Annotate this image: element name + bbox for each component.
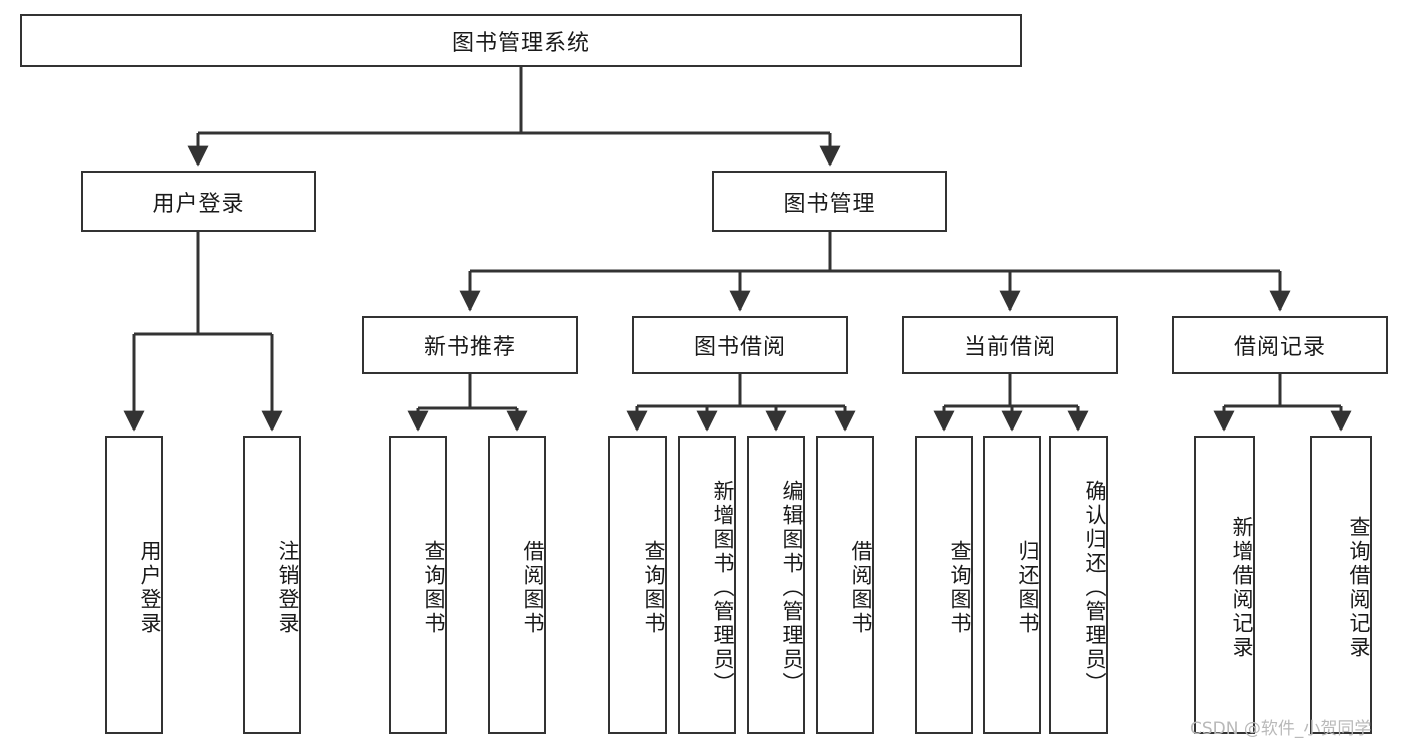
node-new-book-recommend[interactable]: 新书推荐 [362, 316, 578, 374]
watermark-text: CSDN @软件_小贺同学 [1190, 719, 1372, 739]
node-leaf-edit-book-admin[interactable]: 编辑图书（管理员） [747, 436, 805, 734]
node-book-management[interactable]: 图书管理 [712, 171, 947, 232]
node-leaf-query-book-current-label: 查询图书 [948, 540, 972, 636]
node-root[interactable]: 图书管理系统 [20, 14, 1022, 67]
node-leaf-query-book-rec[interactable]: 查询图书 [389, 436, 447, 734]
node-leaf-user-login[interactable]: 用户登录 [105, 436, 163, 734]
node-user-login[interactable]: 用户登录 [81, 171, 316, 232]
node-leaf-return-book-label: 归还图书 [1016, 540, 1040, 636]
node-book-borrow-label: 图书借阅 [693, 335, 786, 360]
node-leaf-query-book-rec-label: 查询图书 [422, 540, 446, 636]
node-leaf-query-book-current[interactable]: 查询图书 [915, 436, 973, 734]
node-leaf-query-borrow-record[interactable]: 查询借阅记录 [1310, 436, 1372, 734]
node-borrow-records[interactable]: 借阅记录 [1172, 316, 1388, 374]
node-leaf-query-borrow-record-label: 查询借阅记录 [1347, 516, 1371, 660]
node-book-borrow[interactable]: 图书借阅 [632, 316, 848, 374]
node-leaf-add-borrow-record-label: 新增借阅记录 [1230, 516, 1254, 660]
node-leaf-add-book-admin[interactable]: 新增图书（管理员） [678, 436, 736, 734]
node-leaf-query-book-borrow[interactable]: 查询图书 [608, 436, 667, 734]
node-current-borrow-label: 当前借阅 [963, 335, 1056, 360]
node-leaf-borrow-book[interactable]: 借阅图书 [816, 436, 874, 734]
node-leaf-borrow-book-rec-label: 借阅图书 [521, 540, 545, 636]
node-root-label: 图书管理系统 [451, 30, 590, 56]
node-leaf-confirm-return-admin[interactable]: 确认归还（管理员） [1049, 436, 1108, 734]
node-leaf-return-book[interactable]: 归还图书 [983, 436, 1041, 734]
node-leaf-borrow-book-label: 借阅图书 [849, 540, 873, 636]
node-leaf-query-book-borrow-label: 查询图书 [642, 540, 666, 636]
node-leaf-add-book-admin-label: 新增图书（管理员） [711, 480, 735, 696]
node-leaf-logout[interactable]: 注销登录 [243, 436, 301, 734]
node-new-book-recommend-label: 新书推荐 [423, 335, 516, 360]
node-current-borrow[interactable]: 当前借阅 [902, 316, 1118, 374]
node-leaf-add-borrow-record[interactable]: 新增借阅记录 [1194, 436, 1255, 734]
node-book-management-label: 图书管理 [783, 191, 876, 217]
node-leaf-borrow-book-rec[interactable]: 借阅图书 [488, 436, 546, 734]
node-borrow-records-label: 借阅记录 [1233, 335, 1326, 360]
node-leaf-logout-label: 注销登录 [276, 540, 300, 636]
node-leaf-edit-book-admin-label: 编辑图书（管理员） [780, 480, 804, 696]
node-leaf-confirm-return-admin-label: 确认归还（管理员） [1083, 480, 1107, 696]
node-user-login-label: 用户登录 [152, 191, 245, 217]
node-leaf-user-login-label: 用户登录 [138, 540, 162, 636]
